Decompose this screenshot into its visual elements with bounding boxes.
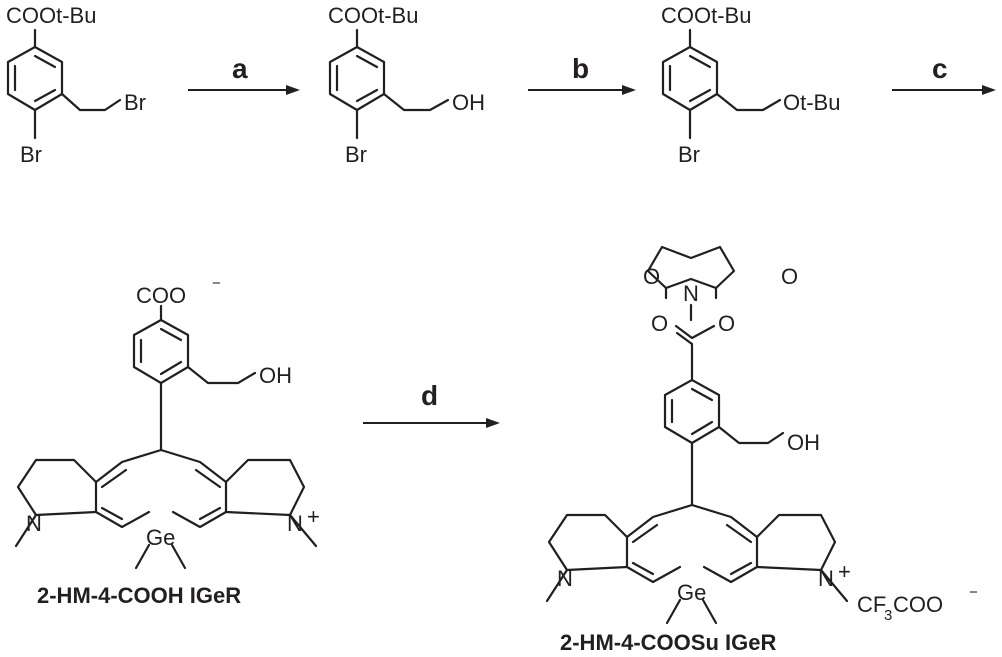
oh-label-2: OH	[452, 90, 485, 115]
arrow-a: a	[188, 53, 300, 95]
arrow-c: c	[892, 53, 996, 95]
o-label-su-left: O	[643, 264, 660, 289]
n-label-su: N	[683, 281, 699, 306]
compound-coosu-iger: O O N O O OH N N + Ge CF 3 COO − 2-HM-4-…	[545, 245, 978, 655]
ge-label-5: Ge	[677, 580, 706, 605]
n-label-5-left: N	[557, 566, 573, 591]
compound-3: COOt-Bu Ot-Bu Br	[661, 3, 840, 167]
n-label-5-right: N	[818, 566, 834, 591]
arrow-d: d	[363, 380, 500, 428]
ge-label-4: Ge	[146, 525, 175, 550]
br-label-2: Br	[345, 142, 367, 167]
oh-label-5: OH	[787, 430, 820, 455]
br-label-1b: Br	[20, 142, 42, 167]
n-plus-charge-4: +	[307, 504, 320, 529]
coo-tbu-label-3: COOt-Bu	[661, 3, 751, 28]
cf-label: CF	[857, 592, 886, 617]
n-label-right: N	[287, 511, 303, 536]
o-label-carbonyl: O	[651, 311, 668, 336]
o-label-su-right: O	[781, 264, 798, 289]
n-label-left: N	[26, 511, 42, 536]
ot-bu-label-3: Ot-Bu	[783, 90, 840, 115]
cf-subscript: 3	[884, 607, 892, 624]
arrow-b: b	[528, 53, 636, 95]
coo-charge-4: −	[212, 275, 221, 292]
compound-1: COOt-Bu Br Br	[6, 3, 146, 167]
reagent-d-label: d	[421, 380, 438, 411]
coo-label-4: COO	[136, 283, 186, 308]
oh-label-4: OH	[259, 363, 292, 388]
coo-tbu-label-2: COOt-Bu	[328, 3, 418, 28]
br-label-3: Br	[678, 142, 700, 167]
n-plus-charge-5: +	[838, 559, 851, 584]
coo-tbu-label-1: COOt-Bu	[6, 3, 96, 28]
reagent-b-label: b	[572, 53, 589, 84]
reagent-c-label: c	[932, 53, 948, 84]
compound-name-cooh: 2-HM-4-COOH IGeR	[37, 583, 241, 608]
compound-cooh-iger: COO − OH N N + Ge 2-HM-4-COOH IGeR	[14, 275, 320, 608]
compound-2: COOt-Bu OH Br	[328, 3, 485, 167]
reagent-a-label: a	[232, 53, 248, 84]
o-label-ester: O	[718, 311, 735, 336]
coo-anion-charge: −	[969, 584, 978, 601]
br-label-1a: Br	[124, 90, 146, 115]
compound-name-coosu: 2-HM-4-COOSu IGeR	[560, 630, 776, 655]
coo-anion-label: COO	[893, 592, 943, 617]
